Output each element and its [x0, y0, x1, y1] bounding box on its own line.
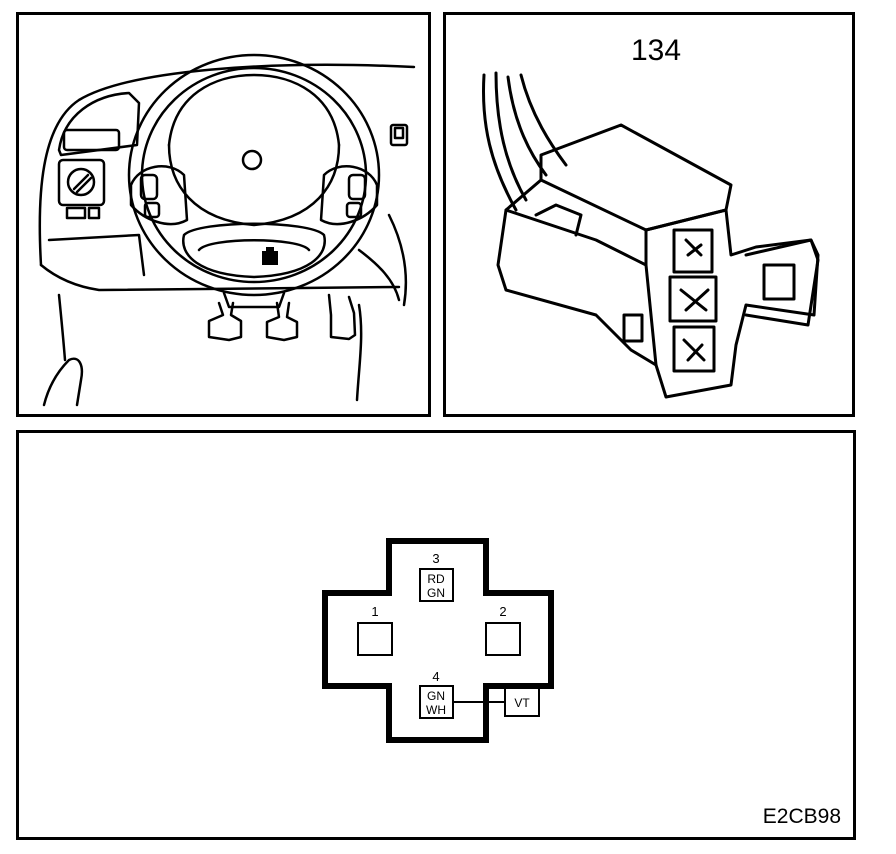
pin-4-number: 4	[432, 669, 439, 684]
connector-number: 134	[631, 34, 681, 67]
pin-3-cavity	[419, 568, 454, 602]
pinout-diagram-panel: 3 RD GN 1 2 4 GN WH VT E2CB98	[16, 430, 856, 840]
pin-4-wire-color-1: GN	[427, 689, 445, 703]
pin-1-number: 1	[371, 604, 378, 619]
splice-box	[504, 687, 540, 717]
connector-view-panel: 134	[443, 12, 855, 417]
dashboard-location-panel	[16, 12, 431, 417]
pinout-diagram: 3 RD GN 1 2 4 GN WH VT E2CB98	[322, 538, 841, 828]
figure-code: E2CB98	[763, 805, 841, 828]
connector-face-outline	[322, 538, 554, 743]
connector-illustration: 134	[482, 34, 820, 399]
dashboard-illustration	[38, 53, 416, 407]
pin-3-number: 3	[432, 551, 439, 566]
pin-3-wire-color-1: RD	[427, 572, 445, 586]
pin-2-cavity	[485, 622, 521, 656]
pin-2-number: 2	[499, 604, 506, 619]
pin-1-cavity	[357, 622, 393, 656]
splice-label: VT	[514, 696, 530, 710]
pin-3-wire-color-2: GN	[427, 586, 445, 600]
pin-4-wire-color-2: WH	[426, 703, 446, 717]
